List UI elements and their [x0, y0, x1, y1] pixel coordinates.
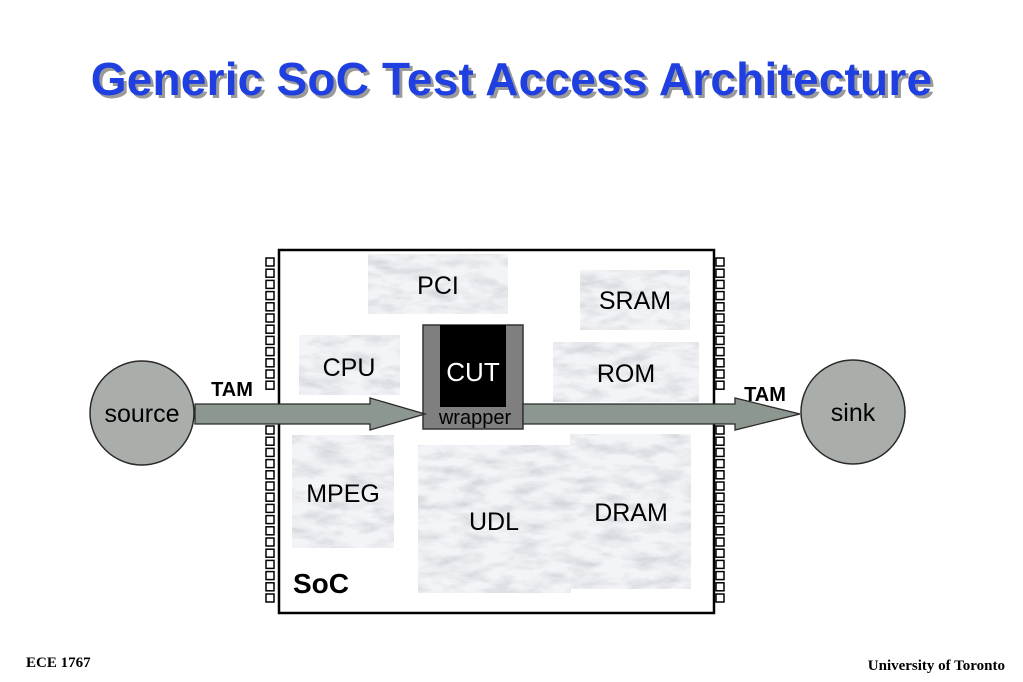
left-pin	[265, 324, 275, 334]
left-pin	[265, 481, 275, 491]
right-pin	[715, 335, 725, 346]
core-sram: SRAM	[579, 269, 691, 331]
core-cpu-label: CPU	[323, 354, 376, 382]
left-pin	[265, 559, 275, 570]
core-udl-label: UDL	[469, 508, 519, 536]
right-pin	[715, 503, 725, 514]
sink-label: sink	[831, 399, 876, 427]
source-label: source	[104, 400, 179, 428]
right-pin	[715, 346, 725, 357]
left-pin	[265, 313, 275, 323]
right-pin	[715, 436, 725, 446]
core-udl: UDL	[417, 444, 572, 594]
right-pin	[715, 279, 725, 290]
right-pin	[715, 369, 725, 379]
left-pin	[265, 537, 275, 547]
core-rom-label: ROM	[597, 360, 655, 388]
left-pin	[265, 425, 275, 435]
left-pin	[265, 369, 275, 379]
left-pin	[265, 458, 275, 469]
right-pin	[715, 481, 725, 491]
right-pin	[715, 514, 725, 525]
wrapper-label: wrapper	[438, 407, 512, 429]
right-pin	[715, 257, 725, 267]
core-sram-label: SRAM	[599, 287, 671, 315]
right-pin	[715, 268, 725, 278]
right-pin	[715, 570, 725, 581]
left-pin	[265, 335, 275, 346]
right-pin	[715, 380, 725, 390]
left-pin	[265, 290, 275, 301]
left-pin	[265, 302, 275, 312]
left-pin	[265, 257, 275, 267]
right-pin	[715, 537, 725, 547]
right-pin	[715, 302, 725, 312]
tam-label-right: TAM	[744, 384, 786, 406]
tam-label-left: TAM	[211, 379, 253, 401]
left-pin	[265, 548, 275, 558]
footer-university: University of Toronto	[867, 658, 1005, 674]
left-pin	[265, 503, 275, 514]
page-title: Generic SoC Test Access Architecture	[90, 53, 933, 105]
right-pin	[715, 425, 725, 435]
left-pin	[265, 582, 275, 592]
core-dram-label: DRAM	[594, 499, 668, 527]
core-cpu: CPU	[298, 334, 401, 396]
right-pin	[715, 313, 725, 323]
footer-course: ECE 1767	[26, 655, 91, 671]
cut-label: CUT	[446, 357, 500, 387]
left-pin	[265, 436, 275, 446]
left-pin	[265, 380, 275, 390]
left-pin	[265, 447, 275, 458]
left-pin	[265, 358, 275, 368]
pins-right	[715, 257, 725, 603]
right-pin	[715, 526, 725, 536]
core-mpeg-label: MPEG	[306, 480, 380, 508]
left-pin	[265, 268, 275, 278]
tam-arrow-out	[522, 397, 801, 431]
core-pci-label: PCI	[417, 272, 459, 300]
left-pin	[265, 279, 275, 290]
right-pin	[715, 593, 725, 603]
left-pin	[265, 593, 275, 603]
left-pin	[265, 346, 275, 357]
pins-left	[265, 257, 275, 603]
core-mpeg: MPEG	[291, 434, 395, 549]
right-pin	[715, 582, 725, 592]
right-pin	[715, 324, 725, 334]
right-pin	[715, 548, 725, 558]
sink-node: sink	[800, 359, 906, 465]
left-pin	[265, 492, 275, 502]
right-pin	[715, 559, 725, 570]
right-pin	[715, 290, 725, 301]
right-pin	[715, 358, 725, 368]
source-node: source	[89, 360, 195, 466]
cut-wrapper: CUT	[422, 324, 524, 430]
right-pin	[715, 458, 725, 469]
left-pin	[265, 514, 275, 525]
right-pin	[715, 447, 725, 458]
core-dram: DRAM	[569, 433, 692, 590]
soc-label: SoC	[293, 568, 349, 599]
right-pin	[715, 492, 725, 502]
left-pin	[265, 570, 275, 581]
tam-arrow-in	[194, 397, 428, 431]
core-rom: ROM	[552, 341, 700, 403]
cut-core	[440, 325, 506, 407]
left-pin	[265, 470, 275, 480]
right-pin	[715, 470, 725, 480]
left-pin	[265, 526, 275, 536]
core-pci: PCI	[367, 253, 509, 315]
